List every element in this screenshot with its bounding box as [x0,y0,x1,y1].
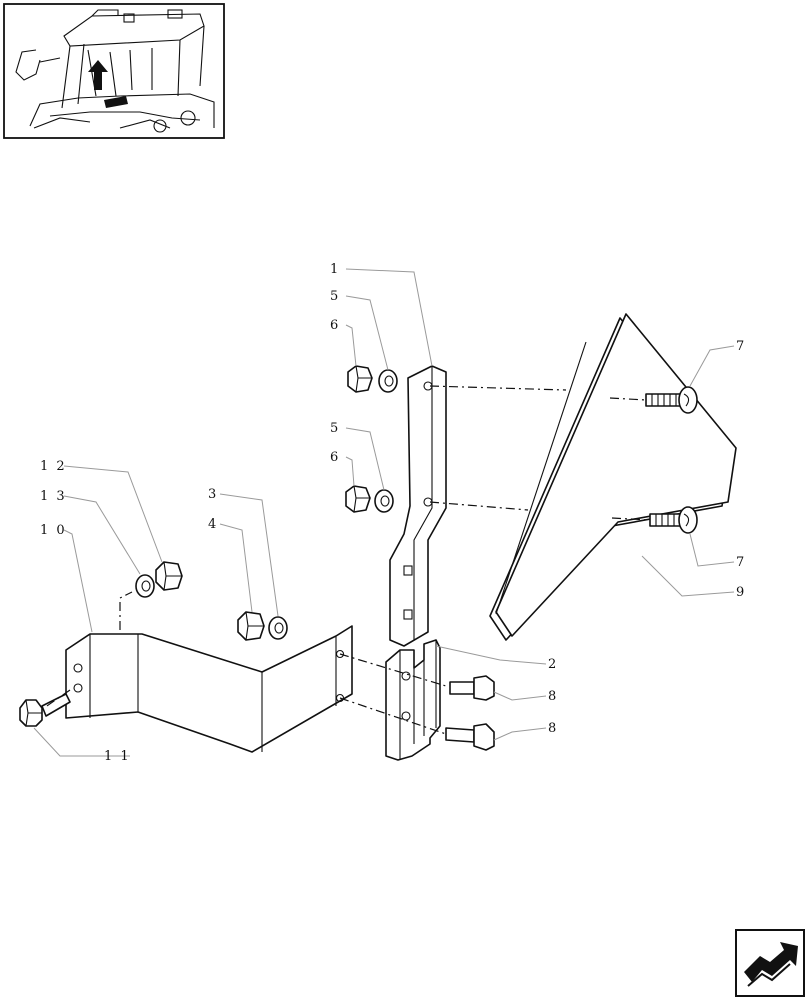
assembly-lines [43,385,651,735]
bolt-8-upper [449,675,495,701]
washer-13 [135,574,155,598]
callout-5: 5 [330,421,340,436]
callout-8: 8 [548,721,558,736]
callout-8: 8 [548,689,558,704]
reflector-bracket [389,365,447,647]
bolt-11 [19,693,71,727]
nut-6-lower [345,485,371,513]
washer-3 [268,616,288,640]
callout-6: 6 [330,318,340,333]
next-page-arrow-icon[interactable] [735,929,805,997]
callout-9: 9 [736,585,746,600]
callout-13: 1 3 [40,489,67,504]
callout-12: 1 2 [40,459,67,474]
washer-5-lower [374,489,394,513]
bolt-8-lower [445,723,495,751]
tractor-cab-thumbnail [3,3,225,139]
callout-5: 5 [330,289,340,304]
callout-2: 2 [548,657,558,672]
callout-7: 7 [736,339,746,354]
washer-5-upper [378,369,398,393]
callout-3: 3 [208,487,218,502]
leader-lines [33,268,735,757]
nut-12 [155,561,183,591]
screw-7-upper [645,386,698,414]
nut-6-upper [347,365,373,393]
callout-labels: 1 5 6 5 6 7 7 9 1 2 1 3 1 0 3 4 2 8 8 1 … [40,262,746,764]
screw-7-lower [649,506,698,534]
mounting-arm [65,625,353,753]
nut-4 [237,611,265,641]
callout-6: 6 [330,450,340,465]
callout-10: 1 0 [40,523,67,538]
warning-triangle-reflector [489,313,737,641]
callout-7: 7 [736,555,746,570]
callout-1: 1 [330,262,340,277]
callout-4: 4 [208,517,218,532]
clamp-bracket [385,639,441,761]
callout-11: 1 1 [104,749,131,764]
